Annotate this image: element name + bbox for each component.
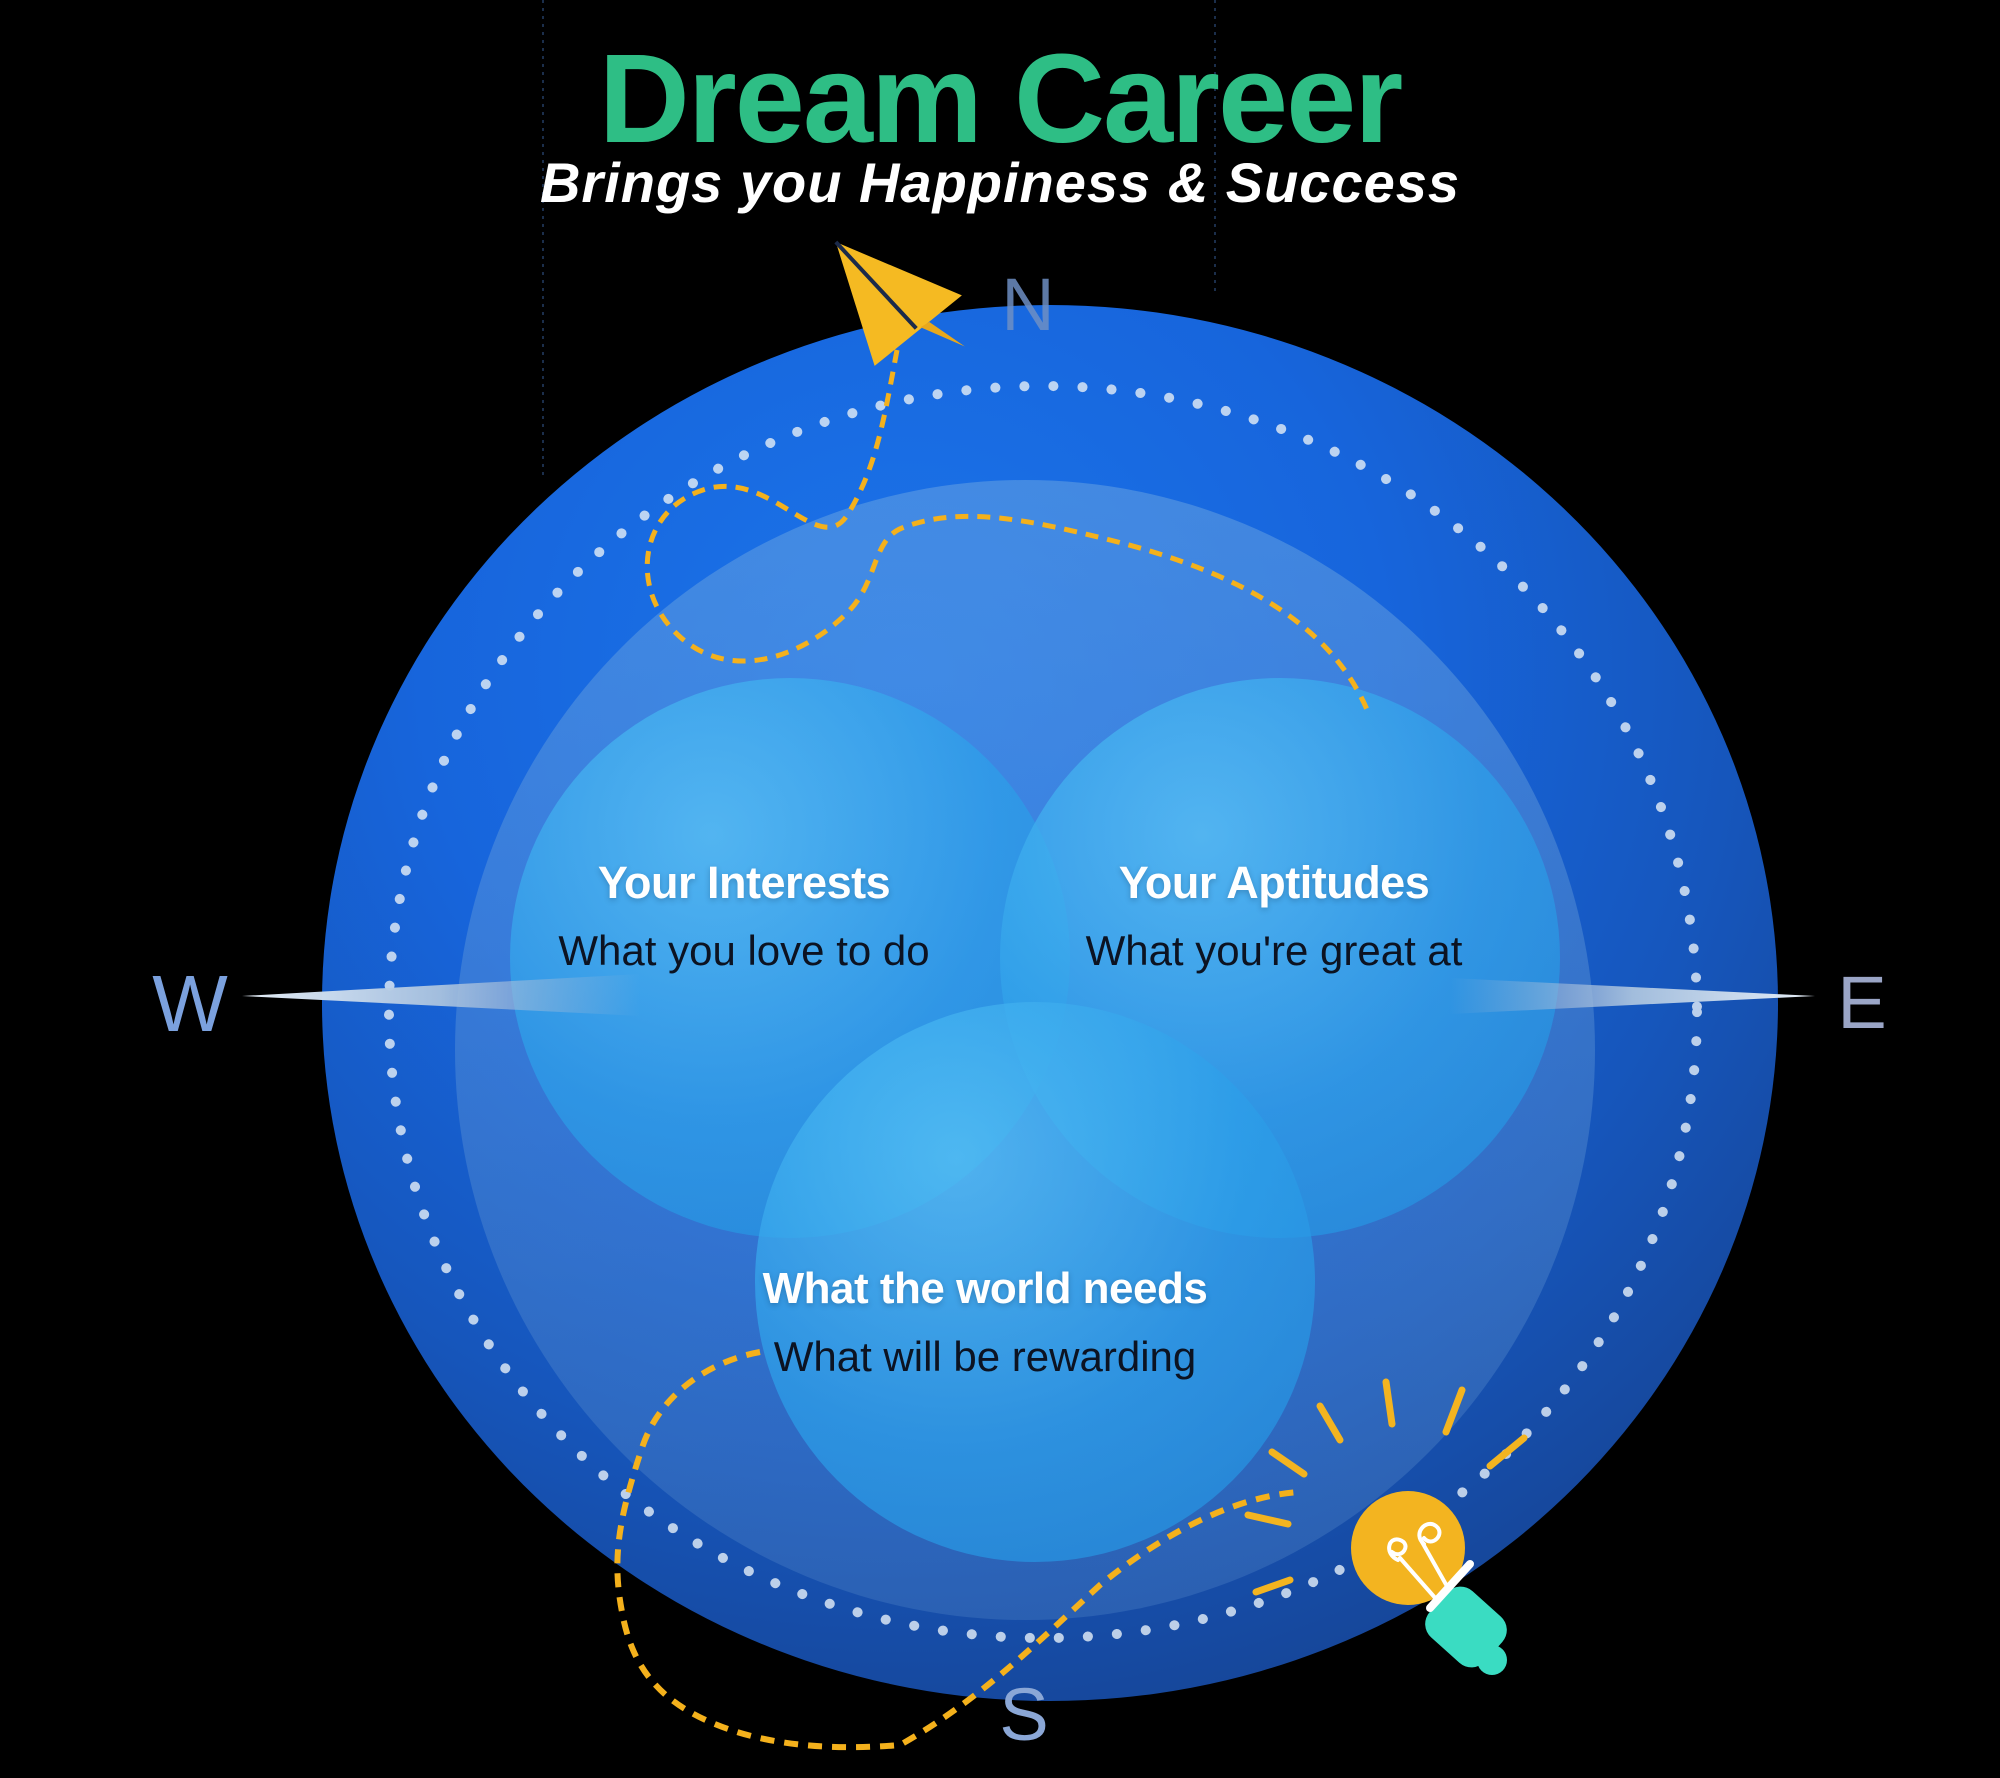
- compass-needle-west-icon: [242, 974, 640, 1016]
- page-subtitle: Brings you Happiness & Success: [539, 151, 1461, 214]
- compass-dotted-ring: [384, 381, 1702, 1643]
- paper-plane-icon: [834, 240, 965, 366]
- vertical-guide-lines: [542, 0, 1216, 478]
- bulb-filament: [1387, 1522, 1450, 1602]
- lightbulb-icon: [1244, 1378, 1528, 1675]
- bulb-trail-path: [614, 1349, 1301, 1751]
- compass-letter-south: S: [999, 1673, 1049, 1756]
- compass-needle-east-icon: [1450, 978, 1815, 1014]
- compass-letter-east: E: [1837, 961, 1887, 1044]
- compass-letter-north: N: [1001, 263, 1055, 346]
- bulb-rays: [1244, 1378, 1528, 1596]
- compass-letter-west: W: [152, 959, 228, 1048]
- venn-circle-world-needs: [755, 1002, 1315, 1562]
- page-title: Dream Career: [598, 28, 1404, 169]
- plane-trail-path: [644, 349, 1371, 713]
- venn-circles: [510, 678, 1560, 1562]
